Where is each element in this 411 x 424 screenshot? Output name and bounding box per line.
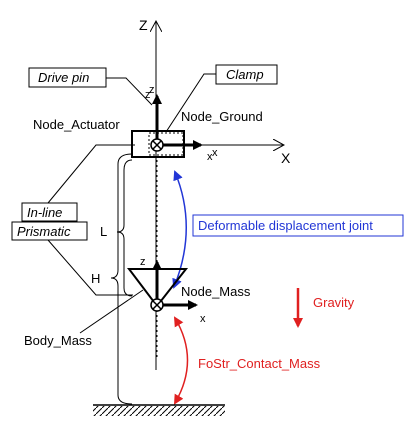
in-line-box: [21, 202, 78, 222]
actuator-node-symbol: [150, 138, 164, 152]
deformable-joint-label: Deformable displacement joint: [198, 218, 373, 233]
clamp-leader: [165, 73, 216, 133]
mass-node-symbol: [150, 298, 164, 312]
node-mass-label: Node_Mass: [181, 284, 251, 299]
prismatic-box: [11, 221, 88, 241]
contact-arrow: [173, 316, 189, 405]
prismatic-leader-top: [47, 144, 135, 204]
contact-label: FoStr_Contact_Mass: [198, 356, 321, 371]
l-label: L: [100, 224, 107, 239]
gravity-label: Gravity: [313, 295, 355, 310]
ground-x-label: x: [212, 147, 218, 159]
global-z-label: Z: [139, 17, 148, 33]
deformable-joint-arrow: [172, 170, 187, 289]
deformable-joint-box: [192, 214, 404, 237]
actuator-x-label: x: [207, 151, 213, 163]
prismatic-leader-bottom: [47, 239, 133, 296]
node-ground-label: Node_Ground: [181, 109, 263, 124]
ground-hatch: [93, 406, 225, 416]
node-actuator-label: Node_Actuator: [33, 117, 120, 132]
in-line-label: In-line: [27, 205, 62, 220]
l-brace: [116, 159, 133, 297]
global-x-label: X: [281, 150, 291, 166]
mass-z-label: z: [140, 256, 146, 268]
drive-pin-label: Drive pin: [38, 70, 89, 85]
h-label: H: [91, 271, 100, 286]
mass-x-label: x: [200, 313, 206, 325]
ground-z-label: z: [149, 84, 155, 96]
h-brace: [110, 153, 133, 405]
clamp-label: Clamp: [226, 67, 264, 82]
actuator-z-label: z: [145, 89, 151, 101]
body-mass-leader: [79, 289, 144, 334]
body-mass-label: Body_Mass: [24, 333, 92, 348]
prismatic-label: Prismatic: [17, 224, 71, 239]
drive-pin-leader: [106, 77, 153, 106]
